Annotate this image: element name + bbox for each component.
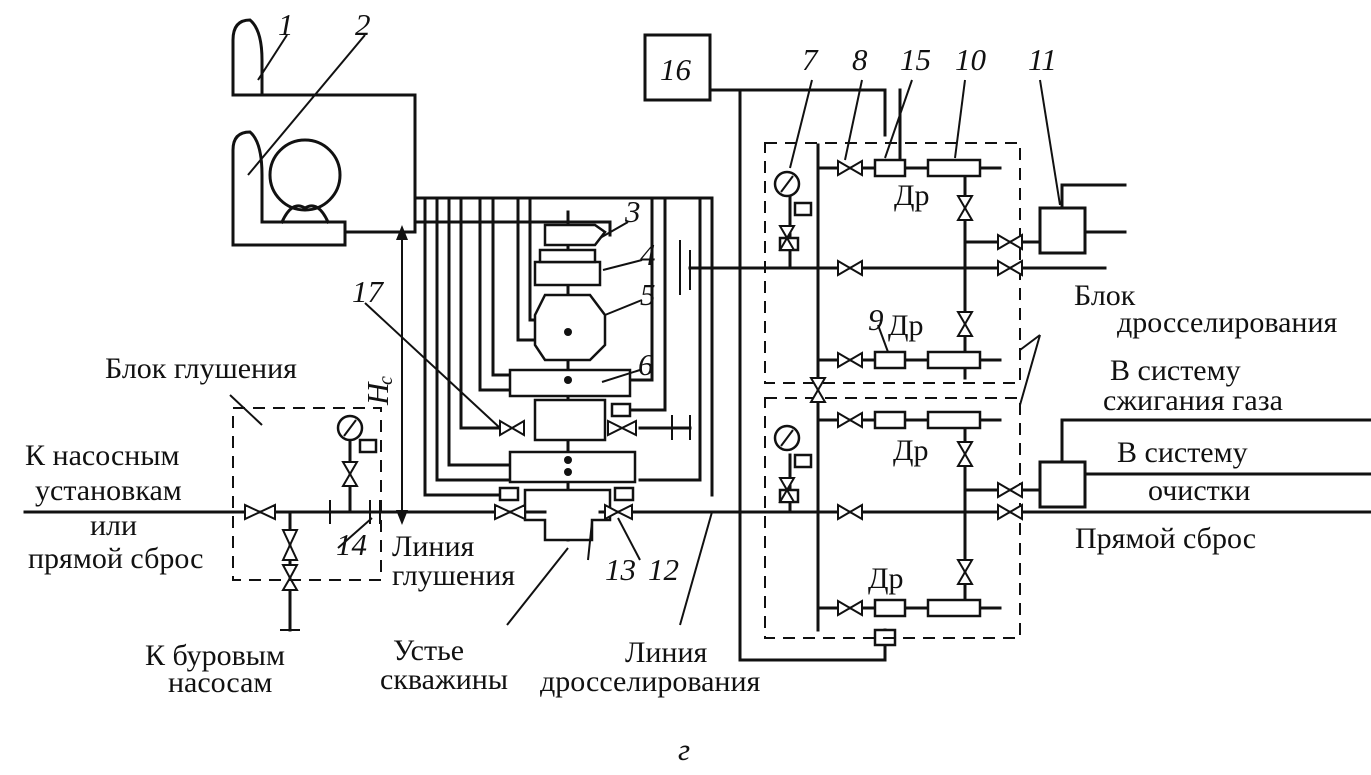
hc-dimension [396,225,408,525]
choke-block-lower [764,397,1021,639]
label-8: 8 [852,42,868,77]
drill-pumps-label-1: К буровым [145,639,285,672]
to-pumps-label-3: или [90,509,137,542]
choke-block-upper [764,142,1021,384]
hc-sub-label: с [375,376,397,385]
choke-block-label-2: дросселирования [1117,306,1338,339]
leader-lines [247,34,1061,626]
bop-stack [498,210,637,542]
direct-discharge-label: Прямой сброс [1075,522,1256,555]
choke-line-label-2: дросселирования [540,665,761,698]
label-6: 6 [638,347,654,382]
figure-letter: г [678,732,690,767]
label-3: 3 [624,194,641,229]
label-1: 1 [278,7,294,42]
choke-label-1: Др [894,179,929,212]
hc-label: H [360,381,395,406]
label-5: 5 [640,277,656,312]
kill-block-label: Блок глушения [105,352,297,385]
gas-label-2: сжигания газа [1103,384,1283,417]
choke-manifold [773,143,1042,632]
to-pumps-label-2: установкам [35,474,182,507]
label-4: 4 [640,237,656,272]
choke-block-label-1: Блок [1074,279,1136,312]
control-lines [413,196,714,497]
panel-16 [643,33,902,662]
label-10: 10 [955,42,987,77]
label-17: 17 [352,274,385,309]
kill-line [23,414,547,632]
choke-label-2: Др [888,309,923,342]
label-16: 16 [660,52,692,87]
label-7: 7 [802,42,819,77]
separators [1038,183,1371,509]
clean-label-2: очистки [1148,474,1250,507]
kill-line-label-2: глушения [392,559,515,592]
to-pumps-label-4: прямой сброс [28,542,203,575]
choke-line-label-1: Линия [625,636,708,669]
label-11: 11 [1028,42,1057,77]
label-9: 9 [868,302,884,337]
wellhead-label-2: скважины [380,663,508,696]
choke-line [598,240,1371,521]
equipment-1 [231,18,417,97]
clean-label-1: В систему [1117,436,1248,469]
choke-label-3: Др [893,434,928,467]
label-12: 12 [648,552,679,587]
to-pumps-label-1: К насосным [25,439,179,472]
drill-pumps-label-2: насосам [168,666,272,699]
gas-label-1: В систему [1110,354,1241,387]
label-13: 13 [605,552,636,587]
choke-label-4: Др [868,562,903,595]
kill-line-label-1: Линия [392,530,475,563]
label-2: 2 [355,7,371,42]
label-14: 14 [336,527,367,562]
label-15: 15 [900,42,931,77]
wellhead-label-1: Устье [393,634,464,667]
equipment-2 [231,93,417,247]
